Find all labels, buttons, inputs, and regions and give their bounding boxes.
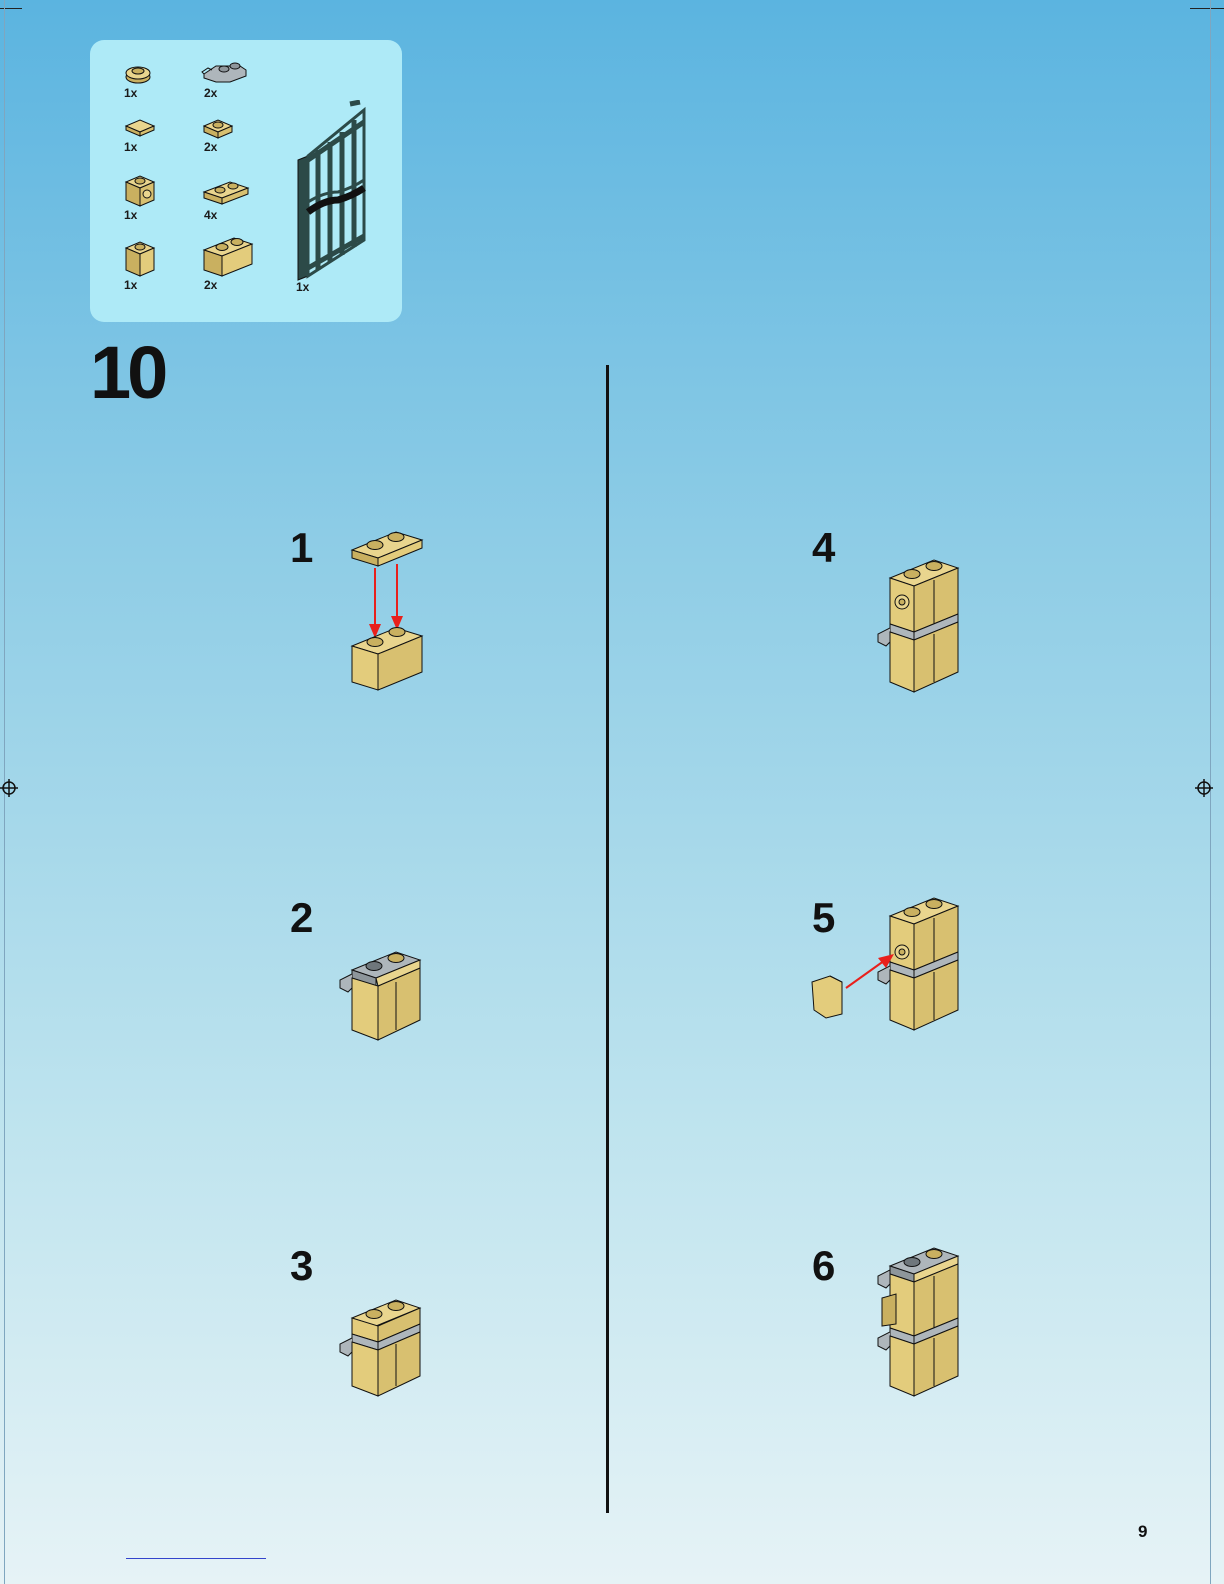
substep-5-model-icon [806,890,976,1050]
part-qty: 4x [204,208,217,222]
bottom-link-underline [126,1558,266,1559]
substep-number: 4 [812,524,835,572]
part-brick-1x1: 1x [120,238,190,298]
part-brick-side-stud: 1x [120,172,190,232]
substep-4-model-icon [870,552,970,702]
part-qty: 2x [204,86,217,100]
substep-3-model-icon [334,1290,434,1405]
part-clip-plate: 2x [200,54,270,114]
part-round-plate: 1x [120,60,190,120]
crop-mark-top-right [1190,8,1224,9]
substep-number: 3 [290,1242,313,1290]
part-qty: 1x [124,86,137,100]
registration-mark-left-icon [0,779,18,797]
part-qty: 2x [204,140,217,154]
registration-mark-right-icon [1195,779,1213,797]
page-number: 9 [1138,1522,1147,1542]
part-gate: 1x [294,100,374,300]
part-qty: 2x [204,278,217,292]
part-plate-1x1: 2x [200,114,270,174]
clip-plate-icon [200,54,250,88]
substep-number: 6 [812,1242,835,1290]
parts-list-panel: 1x 2x 1x [90,40,402,322]
plate-1x2-icon [200,178,252,210]
part-tile: 1x [120,116,190,176]
part-qty: 1x [124,140,137,154]
part-plate-1x2: 4x [200,178,270,238]
part-qty: 1x [296,280,309,294]
step-number: 10 [90,330,164,415]
substep-2-model-icon [334,940,434,1050]
substep-number: 1 [290,524,313,572]
brick-1x2-icon [200,234,256,280]
gate-icon [294,100,374,285]
substep-1-model-icon [340,518,440,698]
substep-number: 2 [290,894,313,942]
brick-1x1-icon [120,238,160,280]
column-divider [606,365,609,1513]
substep-6-model-icon [870,1240,970,1405]
part-qty: 1x [124,278,137,292]
brick-side-stud-icon [120,172,160,212]
part-qty: 1x [124,208,137,222]
part-brick-1x2: 2x [200,234,270,294]
